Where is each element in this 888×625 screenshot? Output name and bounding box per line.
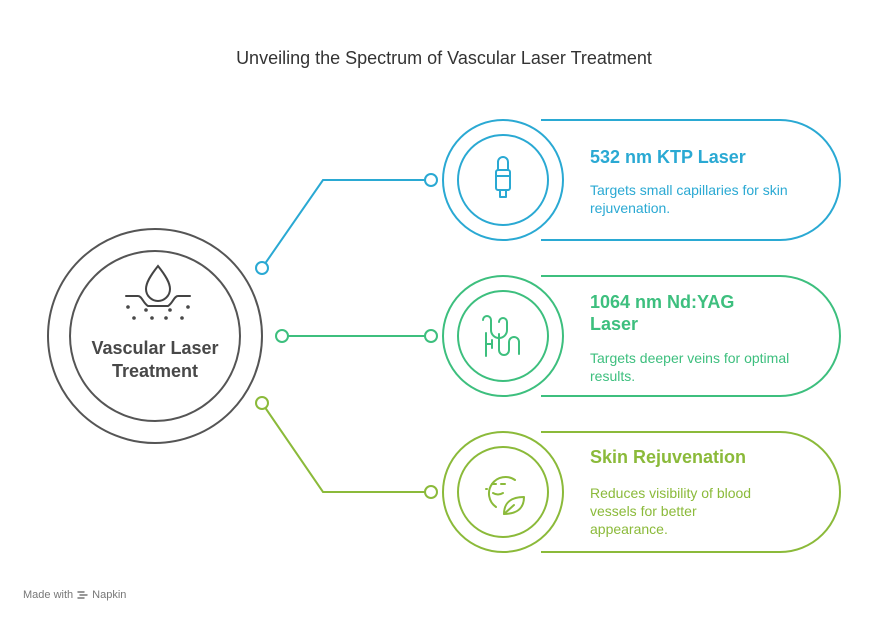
laser-device-icon — [495, 156, 511, 198]
skin-droplet-icon — [125, 264, 191, 320]
connector-1 — [255, 173, 438, 275]
center-node — [47, 228, 263, 444]
card-3-shape — [442, 431, 841, 553]
center-node-label: Vascular Laser Treatment — [91, 338, 219, 381]
footer-attribution: Made with Napkin — [23, 589, 126, 601]
napkin-logo-icon — [77, 591, 88, 599]
card-2-description: Targets deeper veins for optimal results… — [590, 350, 790, 384]
face-leaf-icon — [485, 475, 525, 515]
connector-3 — [255, 396, 438, 499]
napkin-brand: Napkin — [77, 589, 126, 601]
footer-brand: Napkin — [92, 589, 127, 601]
card-3-title: Skin Rejuvenation — [590, 447, 747, 467]
diagram-title: Unveiling the Spectrum of Vascular Laser… — [236, 48, 652, 68]
card-1-title: 532 nm KTP Laser — [590, 147, 746, 167]
card-3-description: Reduces visibility of blood vessels for … — [590, 485, 752, 537]
card-1-shape — [442, 119, 841, 241]
footer-made-with: Made with — [23, 589, 74, 601]
vein-probe-icon — [482, 315, 520, 357]
card-2-title: 1064 nm Nd:YAG Laser — [590, 292, 735, 334]
connector-2 — [275, 329, 438, 343]
card-1-description: Targets small capillaries for skin rejuv… — [590, 182, 788, 216]
